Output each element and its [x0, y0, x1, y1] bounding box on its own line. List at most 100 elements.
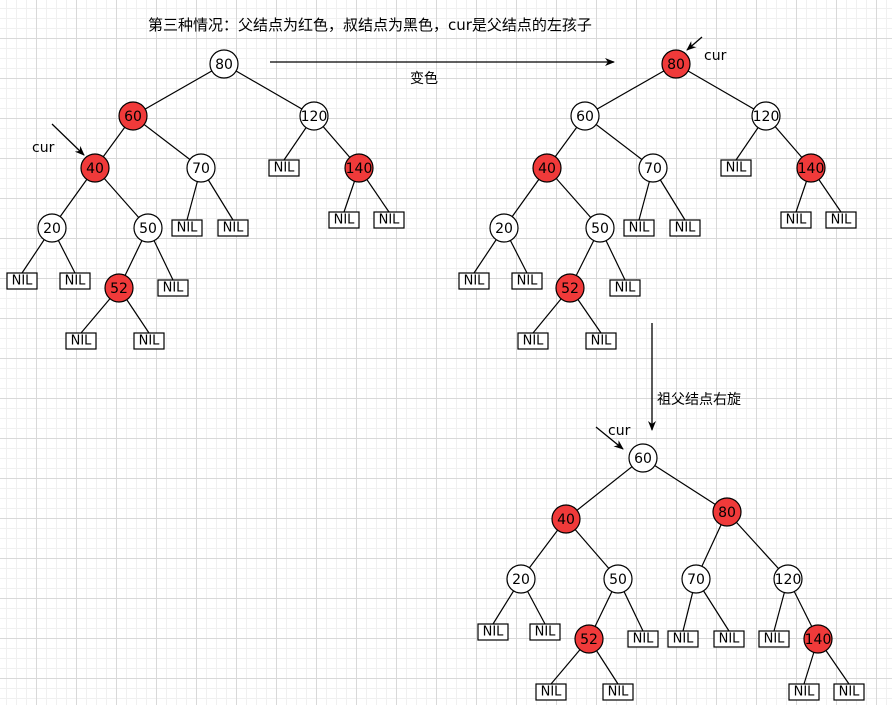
nil-leaf: NIL: [458, 272, 490, 290]
nil-label: NIL: [379, 213, 401, 228]
tree-node-60: 60: [570, 101, 600, 131]
diagram-title: 第三种情况：父结点为红色，叔结点为黑色，cur是父结点的左孩子: [148, 16, 592, 34]
nil-box: [268, 159, 300, 177]
nil-box: [758, 630, 790, 648]
node-label: 140: [798, 161, 825, 177]
tree-node-60: 60: [628, 443, 658, 473]
tree-node-120: 120: [751, 101, 781, 131]
tree-node-20: 20: [506, 564, 536, 594]
node-circle: [751, 101, 781, 131]
edge-60-80: [642, 457, 728, 513]
nil-box: [373, 211, 405, 229]
node-circle: [80, 153, 110, 183]
node-label: 60: [124, 109, 142, 125]
nil-box: [59, 272, 91, 290]
nil-box: [65, 332, 97, 350]
nil-box: [780, 211, 812, 229]
tree-node-120: 120: [299, 101, 329, 131]
node-label: 50: [139, 221, 157, 237]
tree-node-140: 140: [344, 153, 374, 183]
cur-arrow-tree2: [686, 36, 703, 51]
nil-leaf: NIL: [373, 211, 405, 229]
node-label: 50: [591, 221, 609, 237]
rotate-label: 祖父结点右旋: [657, 392, 741, 408]
tree-node-80: 80: [712, 497, 742, 527]
recolor-label: 变色: [410, 70, 438, 87]
cur-arrow-tree3: [595, 426, 624, 450]
node-label: 70: [644, 161, 662, 177]
tree-node-70: 70: [638, 153, 668, 183]
nil-leaf: NIL: [157, 279, 189, 297]
node-circle: [773, 564, 803, 594]
nil-leaf: NIL: [609, 279, 641, 297]
node-circle: [638, 153, 668, 183]
edge-80-120: [675, 63, 767, 117]
nil-box: [788, 683, 820, 701]
nil-label: NIL: [223, 221, 245, 236]
node-label: 60: [576, 109, 594, 125]
nil-label: NIL: [274, 161, 296, 176]
tree-node-52: 52: [574, 624, 604, 654]
node-circle: [628, 443, 658, 473]
tree-node-120: 120: [773, 564, 803, 594]
nil-box: [157, 279, 189, 297]
node-circle: [37, 213, 67, 243]
node-circle: [489, 213, 519, 243]
node-circle: [299, 101, 329, 131]
tree-node-50: 50: [585, 213, 615, 243]
nil-box: [720, 159, 752, 177]
nil-leaf: NIL: [268, 159, 300, 177]
nil-leaf: NIL: [585, 332, 617, 350]
tree-node-70: 70: [186, 153, 216, 183]
nil-box: [667, 630, 699, 648]
nil-label: NIL: [464, 274, 486, 289]
edge-80-60: [584, 63, 677, 117]
tree-node-60: 60: [118, 101, 148, 131]
node-label: 120: [301, 109, 328, 125]
nil-box: [713, 630, 745, 648]
node-circle: [603, 564, 633, 594]
nil-leaf: NIL: [780, 211, 812, 229]
nil-leaf: NIL: [133, 332, 165, 350]
nil-label: NIL: [786, 213, 808, 228]
edge-80-60: [132, 63, 225, 117]
nil-leaf: NIL: [171, 219, 203, 237]
nil-box: [833, 683, 865, 701]
nil-label: NIL: [65, 274, 87, 289]
node-label: 40: [538, 161, 556, 177]
tree-node-140: 140: [796, 153, 826, 183]
nil-box: [529, 623, 561, 641]
nil-label: NIL: [675, 221, 697, 236]
nil-box: [477, 623, 509, 641]
nil-label: NIL: [726, 161, 748, 176]
nil-label: NIL: [839, 685, 861, 700]
nil-leaf: NIL: [669, 219, 701, 237]
tree-node-20: 20: [37, 213, 67, 243]
node-label: 120: [753, 109, 780, 125]
nil-box: [133, 332, 165, 350]
node-circle: [574, 624, 604, 654]
nil-box: [217, 219, 249, 237]
nil-box: [328, 211, 360, 229]
nil-label: NIL: [764, 632, 786, 647]
nil-box: [627, 630, 659, 648]
node-label: 80: [718, 505, 736, 521]
nil-leaf: NIL: [65, 332, 97, 350]
tree-node-50: 50: [603, 564, 633, 594]
nil-leaf: NIL: [667, 630, 699, 648]
node-label: 52: [580, 632, 598, 648]
nil-label: NIL: [334, 213, 356, 228]
nil-label: NIL: [831, 213, 853, 228]
nil-label: NIL: [629, 221, 651, 236]
cur-arrow-tree1: [51, 123, 85, 156]
tree-node-140: 140: [803, 624, 833, 654]
node-circle: [186, 153, 216, 183]
nil-box: [535, 683, 567, 701]
nil-leaf: NIL: [6, 272, 38, 290]
nil-leaf: NIL: [788, 683, 820, 701]
node-circle: [532, 153, 562, 183]
nil-label: NIL: [71, 334, 93, 349]
nil-label: NIL: [12, 274, 34, 289]
tree-node-50: 50: [133, 213, 163, 243]
